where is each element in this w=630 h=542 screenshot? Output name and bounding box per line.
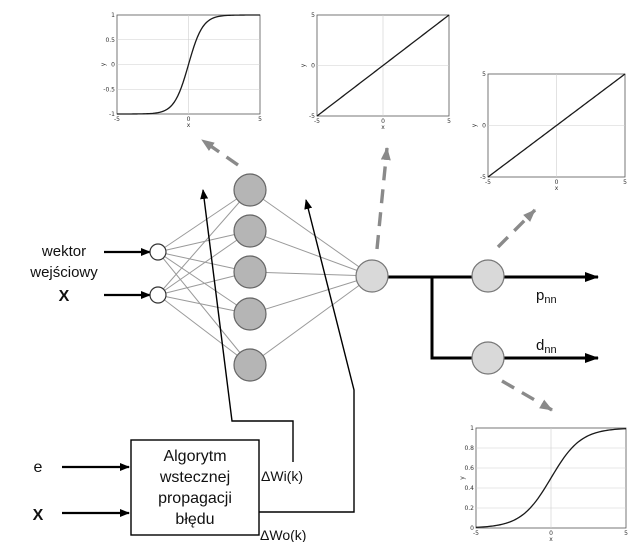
output-p-sub: nn xyxy=(544,294,556,306)
algorithm-line-4: błędu xyxy=(175,511,214,528)
plot-y-tick-label: 0 xyxy=(470,525,474,532)
output-d-base: d xyxy=(536,337,544,354)
output-d-sub: nn xyxy=(544,344,556,356)
plot-y-tick-label: 1 xyxy=(470,425,474,432)
delta-wo-label: ΔWo(k) xyxy=(260,527,306,542)
output-neuron xyxy=(355,259,389,293)
connection-input-1-hidden-1 xyxy=(157,189,251,253)
plot-x-tick-label: -5 xyxy=(114,116,120,123)
hidden-neuron-2 xyxy=(233,214,267,248)
neurons xyxy=(149,173,505,382)
plot-x-axis-label: x xyxy=(187,122,191,129)
algorithm-line-3: propagacji xyxy=(158,490,232,507)
connection-input-2-hidden-5 xyxy=(157,294,251,366)
plot-y-tick-label: 1 xyxy=(111,12,115,19)
plot-y-tick-label: 0 xyxy=(482,123,486,130)
p-output-neuron xyxy=(471,259,505,293)
p-activation-plot: -5 0 5 5 0 -5 x y xyxy=(471,71,627,192)
connection-hidden-3-output xyxy=(249,271,373,277)
connection-input-1-hidden-5 xyxy=(157,251,251,366)
activation-curve xyxy=(116,14,261,115)
input-vector-label-line2: wejściowy xyxy=(29,264,98,281)
plot-y-tick-label: 0.5 xyxy=(105,37,115,44)
hidden-neuron-3 xyxy=(233,255,267,289)
d-output-neuron xyxy=(471,341,505,375)
delta-wi-label: ΔWi(k) xyxy=(261,468,303,484)
plot-y-tick-label: 5 xyxy=(311,12,315,19)
plot-x-tick-label: -5 xyxy=(314,118,320,125)
plot-x-tick-label: 0 xyxy=(555,179,559,186)
dashed-arrow-p-plot xyxy=(496,208,537,249)
plot-y-tick-label: 0.4 xyxy=(464,485,474,492)
connection-input-2-hidden-2 xyxy=(157,230,251,296)
algorithm-line-1: Algorytm xyxy=(163,448,226,465)
activation-curve xyxy=(475,428,627,528)
hidden-output-connections xyxy=(249,189,373,366)
plot-y-tick-label: 0.6 xyxy=(464,465,474,472)
plot-x-tick-label: -5 xyxy=(473,530,479,537)
plot-x-tick-label: -5 xyxy=(485,179,491,186)
connection-hidden-5-output xyxy=(249,275,373,366)
algorithm-line-2: wstecznej xyxy=(159,469,230,486)
plot-y-tick-label: -1 xyxy=(109,111,115,118)
error-label: e xyxy=(34,459,43,476)
output-activation-plot: -5 0 5 5 0 -5 x y xyxy=(300,12,451,131)
input-neuron-2 xyxy=(149,286,167,304)
x-label: X xyxy=(33,507,44,524)
plot-y-axis-label: y xyxy=(300,63,307,67)
plot-x-tick-label: 5 xyxy=(258,116,262,123)
activation-curve xyxy=(316,14,450,117)
plot-y-tick-label: -5 xyxy=(309,113,315,120)
plot-y-tick-label: 5 xyxy=(482,71,486,78)
plot-y-tick-label: 0.2 xyxy=(464,505,474,512)
hidden-activation-plot: -5 0 5 1 0.5 0 -0.5 -1 x y xyxy=(100,12,262,129)
plot-x-tick-label: 5 xyxy=(623,179,627,186)
dashed-arrow-output-plot xyxy=(375,147,391,250)
plot-y-tick-label: 0.8 xyxy=(464,445,474,452)
plot-x-tick-label: 0 xyxy=(187,116,191,123)
plot-x-tick-label: 5 xyxy=(624,530,628,537)
dashed-arrow-d-plot xyxy=(501,379,553,412)
delta-wo-feedback-line xyxy=(259,199,355,513)
connection-hidden-2-output xyxy=(249,230,373,277)
output-p-label: pnn xyxy=(536,287,557,306)
plot-y-axis-label: y xyxy=(471,123,478,127)
connection-input-2-hidden-1 xyxy=(157,189,251,296)
hidden-neuron-1 xyxy=(233,173,267,207)
hidden-neuron-4 xyxy=(233,297,267,331)
input-vector-symbol: X xyxy=(59,288,70,305)
plot-y-tick-label: 0 xyxy=(311,63,315,70)
activation-curve xyxy=(487,73,626,178)
plot-y-axis-label: y xyxy=(459,476,466,480)
output-p-base: p xyxy=(536,287,544,304)
plot-y-tick-label: -0.5 xyxy=(103,86,115,93)
hidden-neuron-5 xyxy=(233,348,267,382)
plot-y-axis-label: y xyxy=(100,62,107,66)
plot-y-tick-label: -5 xyxy=(480,174,486,181)
input-vector-label-line1: wektor xyxy=(41,243,86,260)
plot-x-axis-label: x xyxy=(555,185,559,192)
plot-x-tick-label: 0 xyxy=(549,530,553,537)
input-neuron-1 xyxy=(149,243,167,261)
plot-x-axis-label: x xyxy=(549,536,553,542)
output-d-label: dnn xyxy=(536,337,557,356)
output-branch-line xyxy=(430,277,599,363)
input-hidden-connections xyxy=(157,189,251,366)
plot-x-tick-label: 0 xyxy=(381,118,385,125)
dashed-arrow-hidden-plot xyxy=(201,138,239,167)
backprop-algorithm-box xyxy=(130,439,260,536)
plot-y-tick-label: 0 xyxy=(111,62,115,69)
delta-wi-feedback-line xyxy=(200,189,294,462)
plot-x-tick-label: 5 xyxy=(447,118,451,125)
connection-hidden-4-output xyxy=(249,275,373,315)
plot-x-axis-label: x xyxy=(381,124,385,131)
connection-hidden-1-output xyxy=(249,189,373,277)
